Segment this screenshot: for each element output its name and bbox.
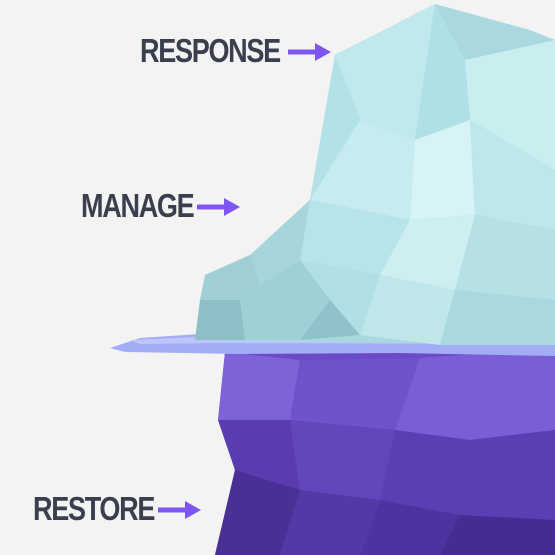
iceberg-underwater bbox=[215, 348, 555, 555]
restore-label: RESTORE bbox=[33, 490, 155, 527]
arrow-right-icon bbox=[288, 43, 331, 61]
iceberg-above-water bbox=[195, 4, 555, 345]
response-label-row: RESPONSE bbox=[140, 34, 311, 67]
manage-label-row: MANAGE bbox=[81, 189, 218, 222]
arrow-right-icon bbox=[197, 198, 240, 216]
response-label: RESPONSE bbox=[140, 32, 281, 69]
arrow-right-icon bbox=[158, 501, 201, 519]
restore-label-row: RESTORE bbox=[33, 492, 181, 525]
manage-label: MANAGE bbox=[81, 187, 195, 224]
